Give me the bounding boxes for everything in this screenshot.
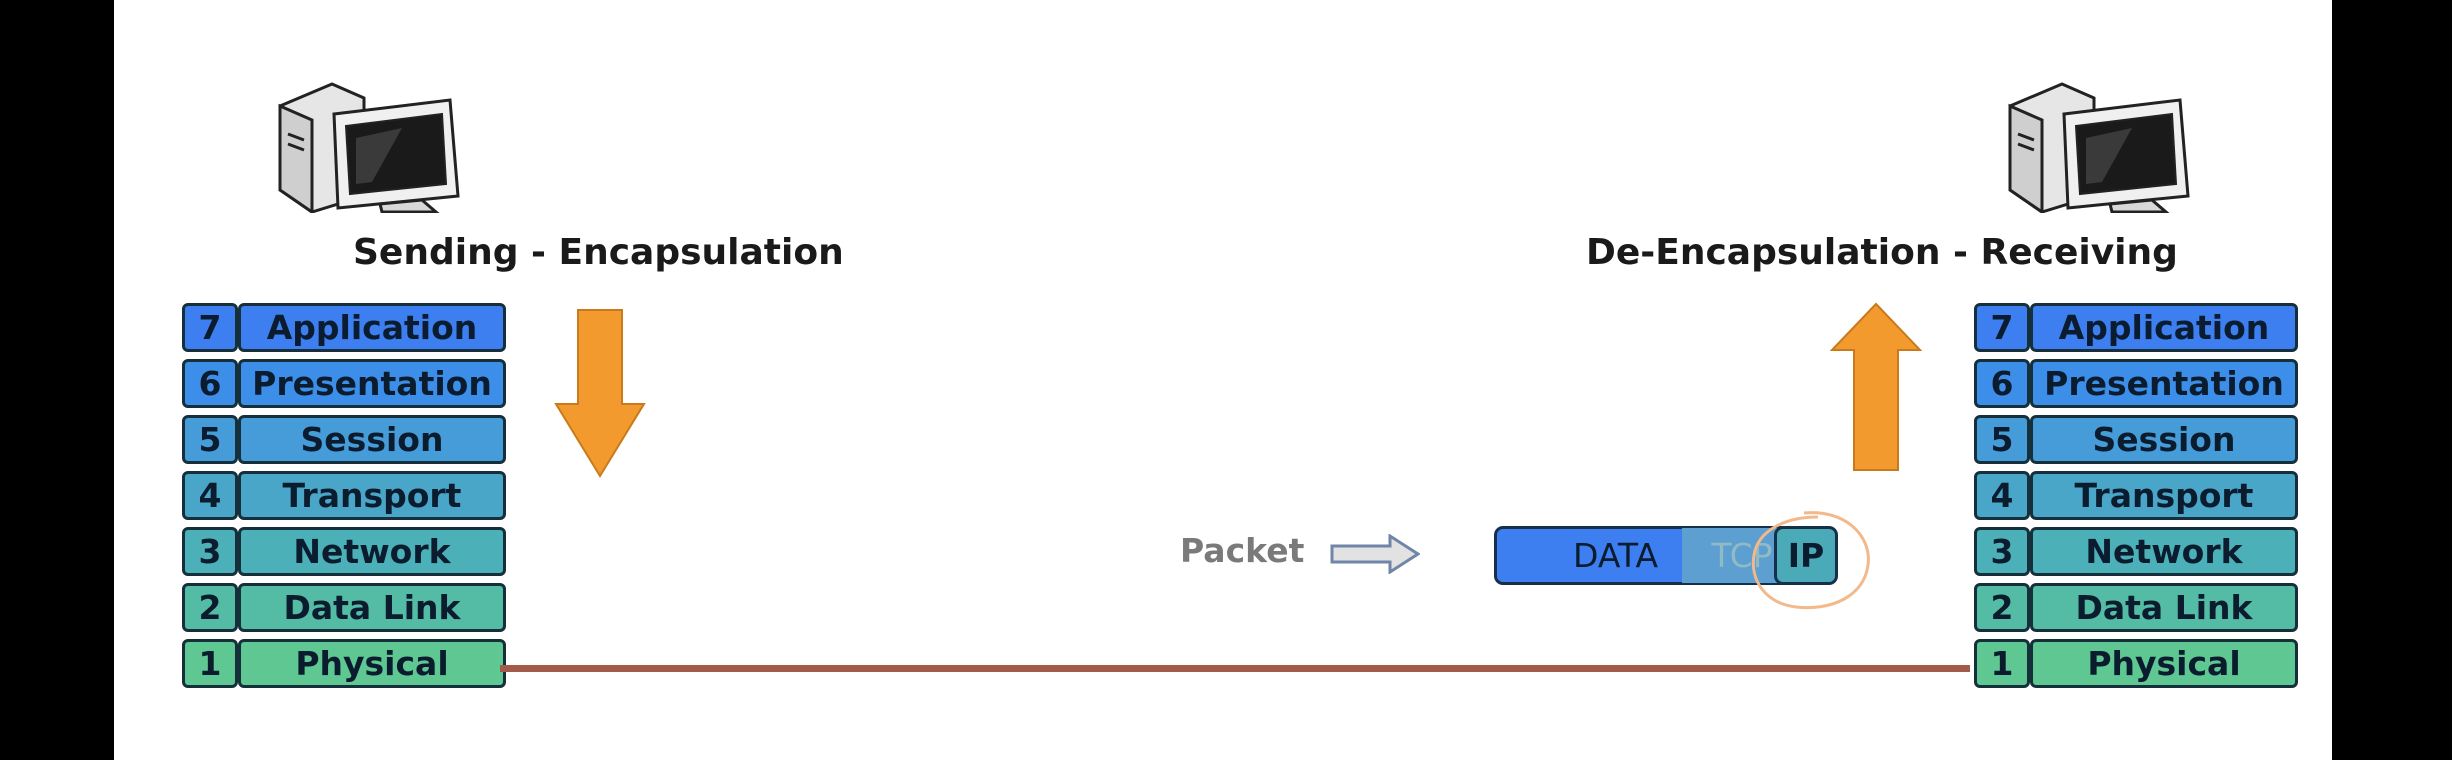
layer-name: Physical: [2030, 639, 2298, 688]
layer-number: 4: [1974, 471, 2030, 520]
layer-name: Data Link: [2030, 583, 2298, 632]
layer-name: Application: [238, 303, 506, 352]
diagram-canvas: Sending - Encapsulation De-Encapsulation…: [114, 0, 2332, 760]
layer-number: 2: [1974, 583, 2030, 632]
sending-heading: Sending - Encapsulation: [353, 232, 844, 273]
right-arrow-icon: [1330, 534, 1420, 574]
layer-number: 1: [182, 639, 238, 688]
layer-number: 3: [1974, 527, 2030, 576]
packet-ip-header: IP: [1774, 526, 1838, 585]
layer-name: Network: [2030, 527, 2298, 576]
down-arrow-icon: [554, 309, 646, 478]
layer-name: Session: [238, 415, 506, 464]
layer-number: 7: [1974, 303, 2030, 352]
receiver-computer-icon: [2008, 82, 2190, 213]
layer-name: Session: [2030, 415, 2298, 464]
layer-name: Application: [2030, 303, 2298, 352]
layer-name: Data Link: [238, 583, 506, 632]
physical-link-line: [500, 665, 1970, 672]
ip-highlight-circle: [1751, 511, 1870, 610]
layer-number: 3: [182, 527, 238, 576]
layer-name: Presentation: [2030, 359, 2298, 408]
layer-name: Physical: [238, 639, 506, 688]
layer-name: Transport: [238, 471, 506, 520]
layer-number: 1: [1974, 639, 2030, 688]
sender-computer-icon: [278, 82, 460, 213]
layer-number: 5: [1974, 415, 2030, 464]
layer-number: 7: [182, 303, 238, 352]
up-arrow-icon: [1830, 302, 1922, 471]
packet-data-text: DATA: [1573, 536, 1659, 575]
layer-number: 5: [182, 415, 238, 464]
layer-number: 4: [182, 471, 238, 520]
receiving-heading: De-Encapsulation - Receiving: [1586, 232, 2178, 273]
packet-label: Packet: [1180, 531, 1305, 570]
layer-number: 6: [182, 359, 238, 408]
layer-name: Presentation: [238, 359, 506, 408]
layer-number: 6: [1974, 359, 2030, 408]
layer-name: Network: [238, 527, 506, 576]
layer-name: Transport: [2030, 471, 2298, 520]
layer-number: 2: [182, 583, 238, 632]
